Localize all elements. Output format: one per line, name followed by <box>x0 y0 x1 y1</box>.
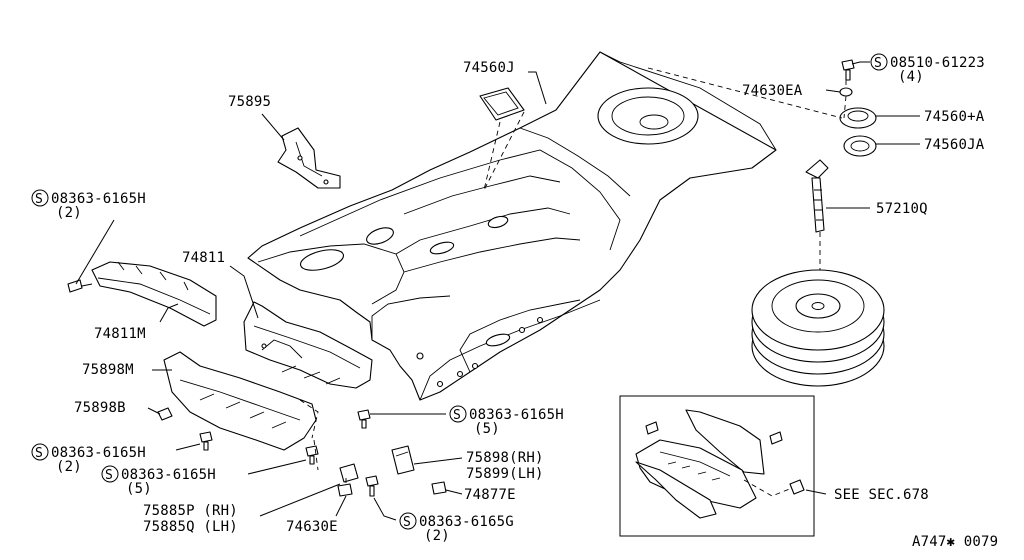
label-74630E: 74630E <box>286 519 338 535</box>
leader-lines <box>75 61 920 521</box>
label-74811: 74811 <box>182 250 225 266</box>
label-08363-6165H-a: 08363-6165H <box>51 191 146 207</box>
label-74560JA: 74560JA <box>924 137 985 153</box>
label-75895: 75895 <box>228 94 271 110</box>
label-08363-d-qty: (5) <box>474 421 500 437</box>
floor-panel <box>247 51 777 401</box>
label-75885Q: 75885Q (LH) <box>143 519 238 535</box>
part-74560J <box>479 87 525 191</box>
small-screws <box>199 409 379 497</box>
label-08363-6165H-c: 08363-6165H <box>121 467 216 483</box>
screw-symbol-icon: S <box>35 446 43 461</box>
label-75898RH: 75898(RH) <box>466 450 544 466</box>
label-75885P: 75885P (RH) <box>143 503 238 519</box>
screw-symbol-icon: S <box>403 515 411 530</box>
label-08510-qty: (4) <box>898 69 924 85</box>
screw-symbol-icon: S <box>105 468 113 483</box>
label-75898M: 75898M <box>82 362 134 378</box>
label-08363-6165H-d: 08363-6165H <box>469 407 564 423</box>
sec-678-inset <box>619 395 815 537</box>
part-75895 <box>277 127 341 189</box>
label-57210Q: 57210Q <box>876 201 928 217</box>
label-74811M: 74811M <box>94 326 146 342</box>
screw-symbol-icon: S <box>874 56 882 71</box>
bracket-group <box>337 445 447 497</box>
label-08363-b-qty: (2) <box>56 459 82 475</box>
label-08363-6165G: 08363-6165G <box>419 514 514 530</box>
part-74811 <box>243 301 373 389</box>
label-74560A: 74560+A <box>924 109 985 125</box>
screw-symbols: S S S S S S <box>31 53 888 530</box>
screw-symbol-icon: S <box>35 192 43 207</box>
label-08363-a-qty: (2) <box>56 205 82 221</box>
seal-parts-group <box>647 59 877 157</box>
part-57210Q <box>805 159 829 304</box>
label-75899LH: 75899(LH) <box>466 466 544 482</box>
label-74560J: 74560J <box>463 60 515 76</box>
label-08363-6165H-b: 08363-6165H <box>51 445 146 461</box>
label-08363-c-qty: (5) <box>126 481 152 497</box>
part-labels: 74560J 75895 08510-61223 (4) 74630EA 745… <box>51 55 998 550</box>
label-08363-g-qty: (2) <box>424 528 450 544</box>
label-75898B: 75898B <box>74 400 126 416</box>
spare-tire <box>751 269 885 387</box>
label-74877E: 74877E <box>464 487 516 503</box>
diagram-code: A747✱ 0079 <box>912 534 998 550</box>
label-74630EA: 74630EA <box>742 83 803 99</box>
part-75898M <box>157 351 319 451</box>
label-see-sec-678: SEE SEC.678 <box>834 487 929 503</box>
screw-symbol-icon: S <box>453 408 461 423</box>
label-08510-61223: 08510-61223 <box>890 55 985 71</box>
part-74811M <box>67 261 217 327</box>
